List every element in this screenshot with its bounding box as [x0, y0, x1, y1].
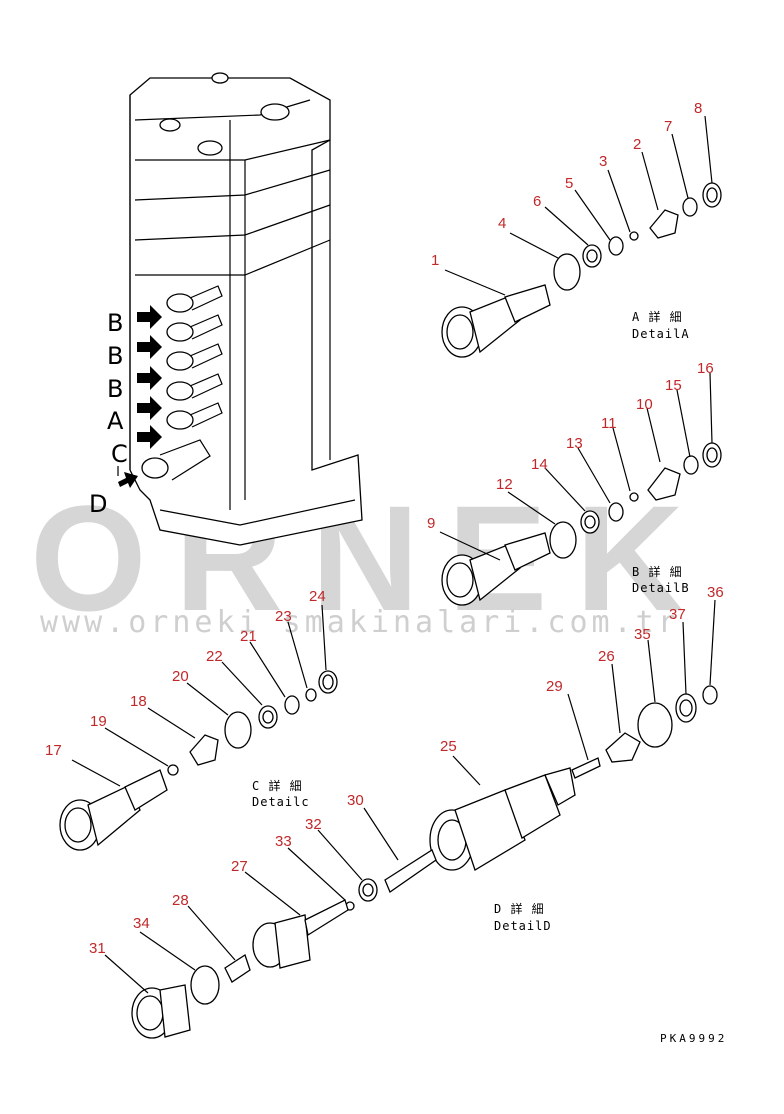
callout-31: 31: [89, 940, 106, 957]
detail-a-parts: [441, 182, 722, 358]
callout-37: 37: [669, 606, 686, 623]
watermark: ORNEK www.orneki smakinalari.com.tr: [30, 474, 684, 642]
arrow-label: B: [107, 342, 123, 370]
detail-a-title: DetailA: [632, 327, 690, 341]
callout-10: 10: [636, 396, 653, 413]
callout-16: 16: [697, 360, 714, 377]
callout-30: 30: [347, 792, 364, 809]
callout-20: 20: [172, 668, 189, 685]
callout-33: 33: [275, 833, 292, 850]
arrow-label: B: [107, 309, 123, 337]
part-callouts: 1 2 3 4 5 6 7 8 9 10 11 12 13 14 15 16 1…: [45, 100, 724, 957]
callout-34: 34: [133, 915, 150, 932]
arrow-icon: [137, 366, 162, 390]
callout-9: 9: [427, 515, 435, 532]
callout-26: 26: [598, 648, 615, 665]
arrow-icon: [137, 305, 162, 329]
valve-block: B B B A C D: [89, 72, 363, 546]
detail-c-title: Detailc: [252, 795, 310, 809]
watermark-url: www.orneki smakinalari.com.tr: [40, 605, 680, 640]
detail-b-title: DetailB: [632, 581, 690, 595]
callout-35: 35: [634, 626, 651, 643]
callout-14: 14: [531, 456, 548, 473]
detail-d-parts: [131, 685, 718, 1039]
detail-d-title-jp: D 詳 細: [494, 901, 545, 916]
callout-21: 21: [240, 628, 257, 645]
callout-32: 32: [305, 816, 322, 833]
callout-23: 23: [275, 608, 292, 625]
detail-c-title-jp: C 詳 細: [252, 778, 303, 793]
callout-29: 29: [546, 678, 563, 695]
callout-7: 7: [664, 118, 672, 135]
arrow-icon: [137, 425, 162, 449]
callout-12: 12: [496, 476, 513, 493]
callout-5: 5: [565, 175, 573, 192]
location-arrows: [118, 305, 162, 488]
callout-19: 19: [90, 713, 107, 730]
detail-a-title-jp: A 詳 細: [632, 309, 683, 324]
arrow-icon: [137, 335, 162, 359]
callout-8: 8: [694, 100, 702, 117]
callout-27: 27: [231, 858, 248, 875]
callout-24: 24: [309, 588, 326, 605]
callout-11: 11: [601, 415, 617, 432]
callout-2: 2: [633, 136, 641, 153]
callout-13: 13: [566, 435, 583, 452]
arrow-icon: [118, 472, 138, 488]
callout-25: 25: [440, 738, 457, 755]
detail-b-title-jp: B 詳 細: [632, 564, 683, 579]
detail-b-parts: [441, 442, 722, 606]
arrow-label: A: [107, 407, 124, 435]
callout-17: 17: [45, 742, 62, 759]
callout-15: 15: [665, 377, 682, 394]
callout-18: 18: [130, 693, 147, 710]
callout-22: 22: [206, 648, 223, 665]
arrow-label: D: [89, 490, 107, 518]
detail-d-title: DetailD: [494, 919, 552, 933]
detail-captions: A 詳 細 DetailA B 詳 細 DetailB C 詳 細 Detail…: [252, 309, 727, 1045]
arrow-icon: [137, 396, 162, 420]
detail-c-parts: [59, 670, 338, 851]
callout-28: 28: [172, 892, 189, 909]
callout-1: 1: [431, 252, 439, 269]
callout-4: 4: [498, 215, 506, 232]
arrow-label: C: [111, 440, 128, 468]
callout-3: 3: [599, 153, 607, 170]
leader-lines: [71, 115, 716, 994]
drawing-code: PKA9992: [660, 1032, 727, 1045]
callout-36: 36: [707, 584, 724, 601]
callout-6: 6: [533, 193, 541, 210]
plug-stack: [141, 285, 223, 481]
arrow-label: B: [107, 375, 123, 403]
